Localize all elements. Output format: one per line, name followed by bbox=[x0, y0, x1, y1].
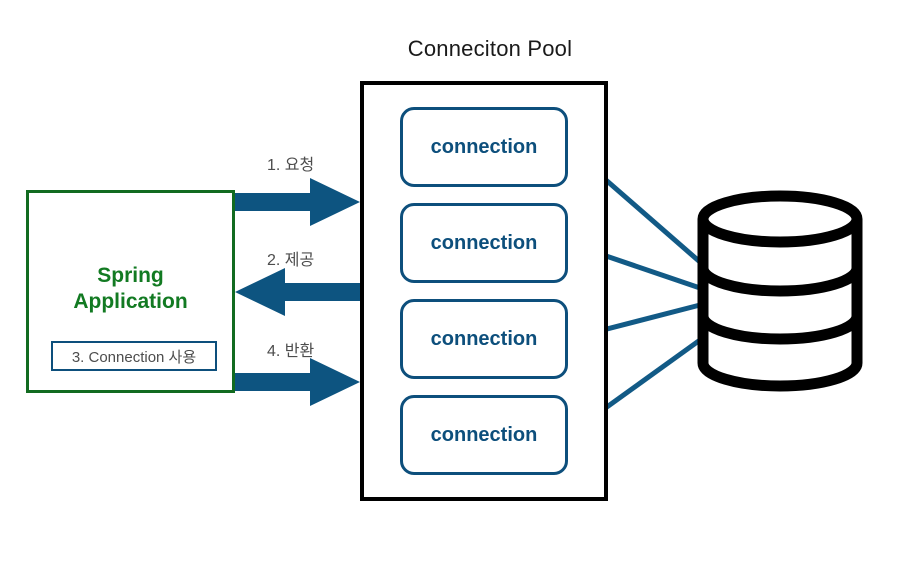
connection-card-label: connection bbox=[430, 135, 538, 158]
connection-card-1[interactable]: connection bbox=[400, 107, 568, 187]
spring-application-title: Spring Application bbox=[29, 263, 232, 315]
flow-label-return: 4. 반환 bbox=[267, 343, 315, 360]
flow-arrow-request bbox=[235, 178, 360, 226]
flow-arrow-return bbox=[235, 358, 360, 406]
flow-arrow-provide bbox=[235, 268, 360, 316]
connection-card-label: connection bbox=[430, 423, 538, 446]
spring-application-box: Spring Application 3. Connection 사용 bbox=[26, 190, 235, 393]
connection-card-label: connection bbox=[430, 327, 538, 350]
connection-usage-label: 3. Connection 사용 bbox=[71, 348, 197, 366]
flow-label-request: 1. 요청 bbox=[267, 157, 315, 174]
database-cylinder bbox=[697, 190, 863, 392]
spring-application-title-line1: Spring bbox=[97, 264, 164, 287]
flow-label-provide: 2. 제공 bbox=[267, 252, 315, 269]
connection-card-2[interactable]: connection bbox=[400, 203, 568, 283]
connection-card-label: connection bbox=[430, 231, 538, 254]
connection-card-4[interactable]: connection bbox=[400, 395, 568, 475]
connection-card-3[interactable]: connection bbox=[400, 299, 568, 379]
spring-application-title-line2: Application bbox=[73, 290, 188, 313]
connection-usage-box: 3. Connection 사용 bbox=[51, 341, 217, 371]
pool-title: Conneciton Pool bbox=[407, 36, 573, 61]
